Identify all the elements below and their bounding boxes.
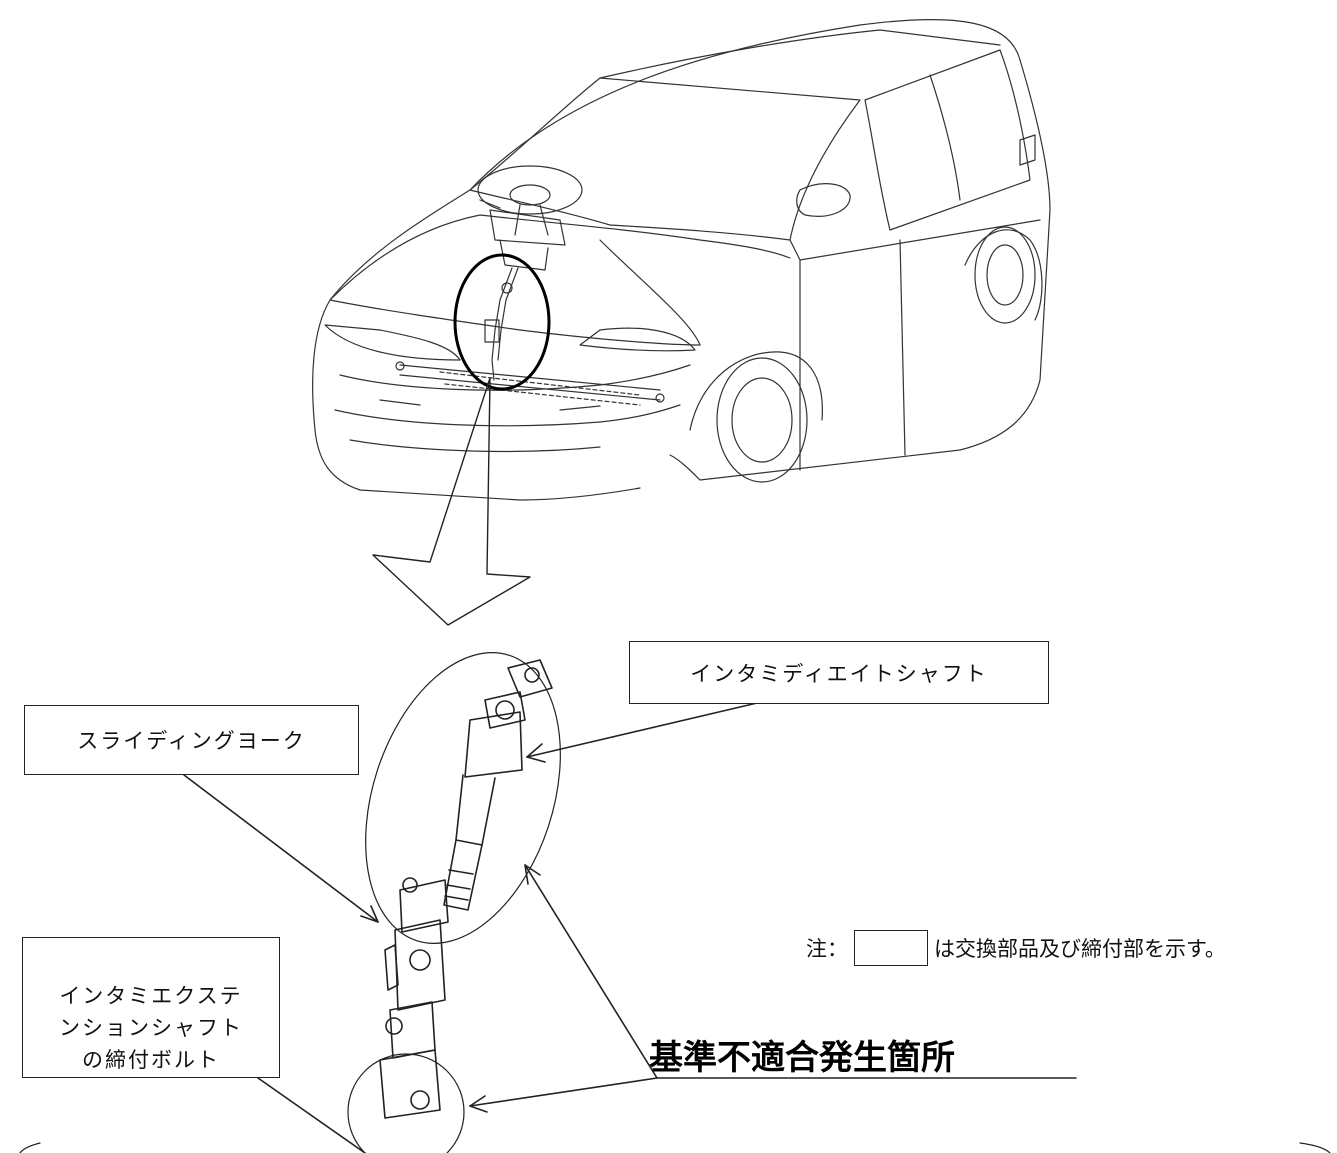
steering-shaft-icon — [379, 659, 553, 1119]
note-suffix: は交換部品及び締付部を示す。 — [934, 937, 1226, 961]
defect-location-label: 基準不適合発生箇所 — [649, 1038, 955, 1078]
label-sliding-yoke-text: スライディングヨーク — [77, 729, 306, 753]
note-box-symbol — [854, 930, 928, 966]
car-outline-icon — [312, 19, 1051, 501]
note-prefix: 注： — [806, 937, 848, 961]
down-arrow-icon — [372, 377, 531, 626]
label-intermediate-shaft: インタミディエイトシャフト — [629, 641, 1049, 704]
highlight-ellipse-upper — [365, 652, 561, 944]
note: 注： は交換部品及び締付部を示す。 — [806, 930, 1226, 966]
label-sliding-yoke: スライディングヨーク — [24, 705, 359, 775]
label-intermediate-shaft-text: インタミディエイトシャフト — [690, 661, 988, 686]
highlight-circle-lower — [347, 1053, 465, 1153]
leader-lines — [183, 702, 1077, 1153]
label-extension-bolt: インタミエクステ ンションシャフト の締付ボルト — [22, 937, 280, 1078]
highlight-circle — [453, 253, 551, 391]
label-extension-bolt-text: インタミエクステ ンションシャフト の締付ボルト — [59, 984, 243, 1072]
